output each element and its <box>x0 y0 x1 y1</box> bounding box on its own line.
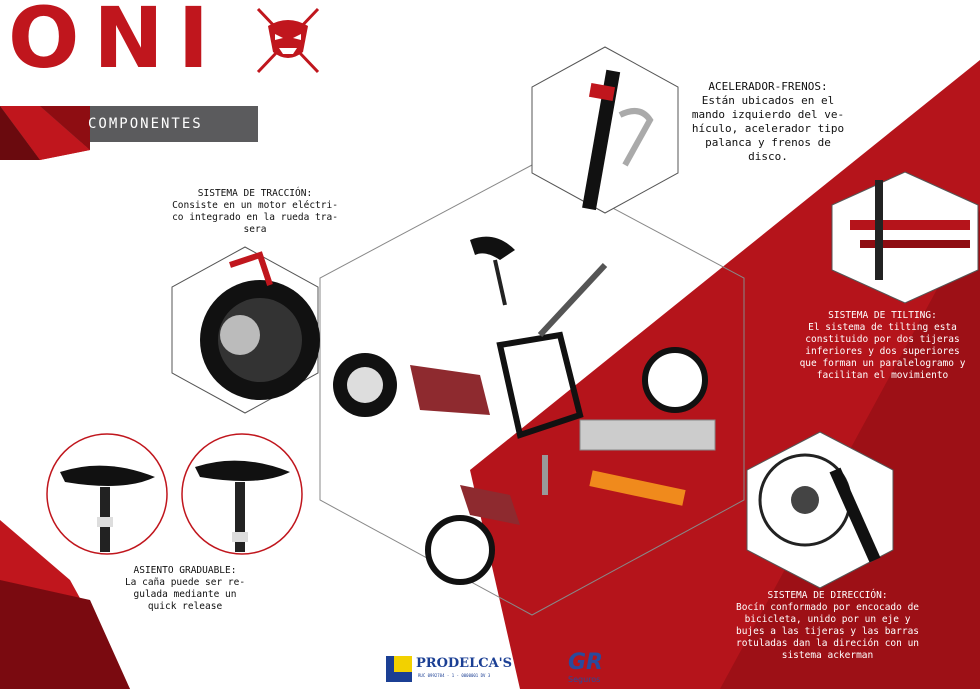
prodelca-sub: RUC 0992784 - 1 - 0000001 DV 3 <box>418 673 491 678</box>
seat-circle-2 <box>181 433 303 555</box>
hexagon-tilting <box>831 171 979 304</box>
traccion-heading: SISTEMA DE TRACCIÓN: <box>197 188 313 199</box>
oni-mask-emblem <box>256 7 320 74</box>
acelerador-heading: ACELERADOR-FRENOS: <box>708 80 828 93</box>
tilting-heading: SISTEMA DE TILTING: <box>828 310 937 321</box>
hexagon-throttle <box>531 46 679 214</box>
traccion-body: Consiste en un motor eléctri- co integra… <box>172 200 338 235</box>
direccion-heading: SISTEMA DE DIRECCIÓN: <box>767 590 888 601</box>
seat-circle-1 <box>46 433 168 555</box>
bar-accent <box>0 106 90 160</box>
gr-sub: Seguros <box>568 675 601 684</box>
gr-mark: GR <box>568 650 603 675</box>
central-hexagon <box>319 164 745 616</box>
gr-seguros-logo: GR Seguros <box>568 650 618 686</box>
tilting-body: El sistema de tilting esta constituido p… <box>799 322 966 381</box>
asiento-heading: ASIENTO GRADUABLE: <box>133 565 237 576</box>
asiento-body: La caña puede ser re- gulada mediante un… <box>124 577 246 612</box>
page-title: ONI <box>8 0 223 87</box>
acelerador-body: Están ubicados en el mando izquierdo del… <box>691 94 845 163</box>
exploded-view-illustration <box>333 236 716 585</box>
hexagon-steering <box>746 431 894 589</box>
prodelca-name: PRODELCA'S <box>416 656 513 671</box>
direccion-body: Bocín conformado por encocado de bicicle… <box>735 602 920 661</box>
hexagon-motor-wheel <box>171 246 320 414</box>
prodelca-logo: PRODELCA'S RUC 0992784 - 1 - 0000001 DV … <box>386 654 516 684</box>
section-label: COMPONENTES <box>88 116 203 132</box>
